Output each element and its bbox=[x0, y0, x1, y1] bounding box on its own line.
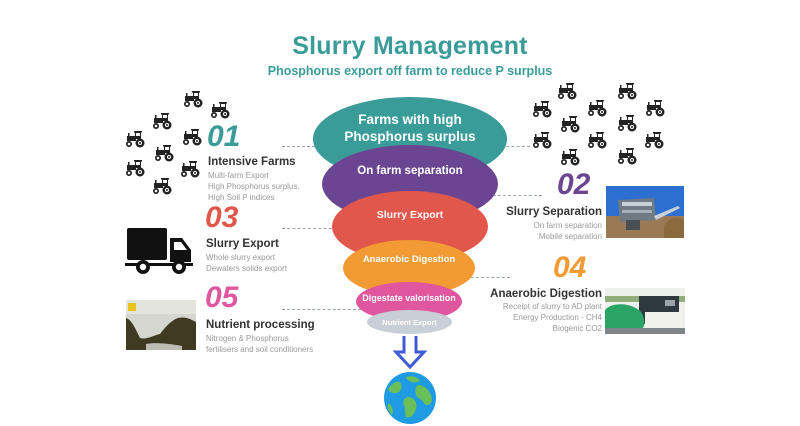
tractor-icon bbox=[588, 100, 607, 117]
stage-01-details: Multi-farm Export High Phosphorus surplu… bbox=[208, 170, 300, 203]
stage-01-detail: High Phosphorus surplus. bbox=[208, 182, 300, 191]
truck-icon bbox=[125, 228, 193, 274]
stage-03-title: Slurry Export bbox=[206, 238, 279, 250]
stage-05-number: 05 bbox=[205, 281, 239, 314]
connector-02 bbox=[472, 195, 542, 196]
stage-04-number: 04 bbox=[553, 251, 587, 284]
funnel-layer-farms-line1: Farms with high bbox=[358, 112, 462, 127]
stage-05-title: Nutrient processing bbox=[206, 319, 315, 331]
tractor-icon bbox=[618, 148, 637, 165]
stage-04-title: Anaerobic Digestion bbox=[490, 288, 602, 300]
funnel-layer-nutrient: Nutrient Export bbox=[367, 310, 452, 334]
stage-04-details: Receipt of slurry to AD plant Energy Pro… bbox=[460, 301, 602, 334]
stage-05-detail: fertilisers and soil conditioners bbox=[206, 345, 314, 354]
tractor-icon bbox=[183, 129, 202, 146]
stage-04-detail: Receipt of slurry to AD plant bbox=[502, 302, 602, 311]
tractor-icon bbox=[533, 101, 552, 118]
tractor-icon bbox=[561, 149, 580, 166]
connector-03 bbox=[282, 228, 342, 229]
connector-04 bbox=[460, 277, 510, 278]
nutrient-processing-photo bbox=[126, 300, 196, 350]
tractor-icon bbox=[211, 102, 230, 119]
connector-05 bbox=[282, 309, 366, 310]
stage-05-detail: Nitrogen & Phosphorus bbox=[206, 334, 289, 343]
funnel-layer-ad-label: Anaerobic Digestion bbox=[362, 254, 456, 265]
page-subtitle: Phosphorus export off farm to reduce P s… bbox=[267, 64, 553, 78]
tractor-icon bbox=[645, 132, 664, 149]
ad-plant-photo bbox=[605, 288, 685, 334]
stage-04-detail: Energy Production - CH4 bbox=[513, 313, 602, 322]
down-arrow-icon bbox=[392, 336, 428, 370]
stage-02-details: On farm separation Mobile separation bbox=[500, 220, 602, 242]
tractor-icon bbox=[126, 160, 145, 177]
page-title: Slurry Management bbox=[292, 32, 528, 60]
tractor-icon bbox=[153, 178, 172, 195]
tractor-icon bbox=[646, 100, 665, 117]
stage-03-detail: Dewaters solids export bbox=[206, 264, 287, 273]
funnel-layer-separation-label: On farm separation bbox=[357, 165, 463, 177]
stage-02-number: 02 bbox=[557, 168, 591, 201]
stage-02-title: Slurry Separation bbox=[506, 206, 602, 218]
tractor-icon bbox=[561, 116, 580, 133]
tractor-icon bbox=[181, 161, 200, 178]
globe-icon bbox=[384, 372, 436, 424]
funnel-layer-farms-line2: Phosphorus surplus bbox=[344, 129, 476, 144]
tractor-icon bbox=[618, 83, 637, 100]
stage-01-detail: High Soil P indices bbox=[208, 193, 275, 202]
stage-01-detail: Multi-farm Export bbox=[208, 171, 269, 180]
separation-plant-photo bbox=[606, 186, 684, 238]
tractor-icon bbox=[153, 113, 172, 130]
connector-01 bbox=[282, 146, 340, 147]
stage-03-number: 03 bbox=[205, 201, 239, 234]
stage-02-detail: Mobile separation bbox=[538, 232, 602, 241]
tractor-icon bbox=[588, 132, 607, 149]
tractor-icon bbox=[155, 145, 174, 162]
tractor-icon bbox=[618, 115, 637, 132]
funnel-layer-export-label: Slurry Export bbox=[376, 209, 444, 221]
stage-01-number: 01 bbox=[207, 120, 241, 153]
tractor-icon bbox=[558, 83, 577, 100]
stage-04-detail: Biogenic CO2 bbox=[552, 324, 602, 333]
tractor-icon bbox=[184, 91, 203, 108]
stage-02-detail: On farm separation bbox=[533, 221, 602, 230]
stage-03-detail: Whole slurry export bbox=[206, 253, 275, 262]
tractor-icon bbox=[126, 131, 145, 148]
stage-05-details: Nitrogen & Phosphorus fertilisers and so… bbox=[206, 333, 313, 355]
stage-01-title: Intensive Farms bbox=[208, 156, 296, 168]
stage-03-details: Whole slurry export Dewaters solids expo… bbox=[206, 252, 287, 274]
tractor-icon bbox=[533, 132, 552, 149]
funnel-layer-nutrient-label: Nutrient Export bbox=[382, 317, 437, 327]
funnel-layer-digestate-label: Digestate valorisation bbox=[362, 293, 456, 303]
